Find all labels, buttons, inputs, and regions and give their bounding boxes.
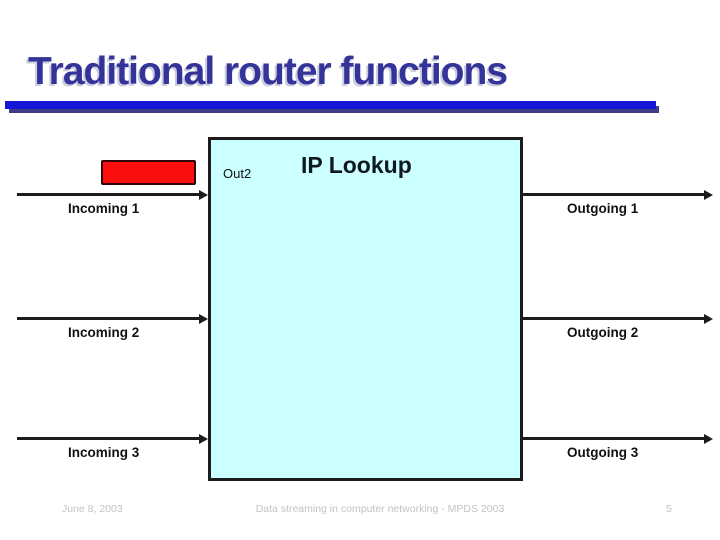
incoming-label: Incoming 2 (68, 325, 140, 340)
arrow-right-icon (199, 190, 208, 200)
outgoing-line (522, 317, 705, 320)
outgoing-line (522, 193, 705, 196)
outgoing-label: Outgoing 2 (567, 325, 639, 340)
footer-center-text: Data streaming in computer networking - … (255, 503, 505, 515)
slide-title: Traditional router functions (28, 50, 508, 93)
footer-page-number: 5 (666, 503, 672, 515)
incoming-label: Incoming 3 (68, 445, 140, 460)
arrow-right-icon (704, 314, 713, 324)
port-label: Out2 (223, 166, 252, 181)
title-underline-shadow (9, 106, 659, 113)
outgoing-label: Outgoing 1 (567, 201, 639, 216)
incoming-line (17, 193, 199, 196)
arrow-right-icon (704, 190, 713, 200)
outgoing-line (522, 437, 705, 440)
incoming-label: Incoming 1 (68, 201, 140, 216)
arrow-right-icon (704, 434, 713, 444)
arrow-right-icon (199, 434, 208, 444)
arrow-right-icon (199, 314, 208, 324)
packet-icon (101, 160, 196, 185)
ip-lookup-box: Out2 IP Lookup (208, 137, 523, 481)
footer-date: June 8, 2003 (62, 503, 123, 515)
outgoing-label: Outgoing 3 (567, 445, 639, 460)
incoming-line (17, 437, 199, 440)
box-title: IP Lookup (301, 152, 412, 178)
incoming-line (17, 317, 199, 320)
title-underline (5, 101, 656, 109)
